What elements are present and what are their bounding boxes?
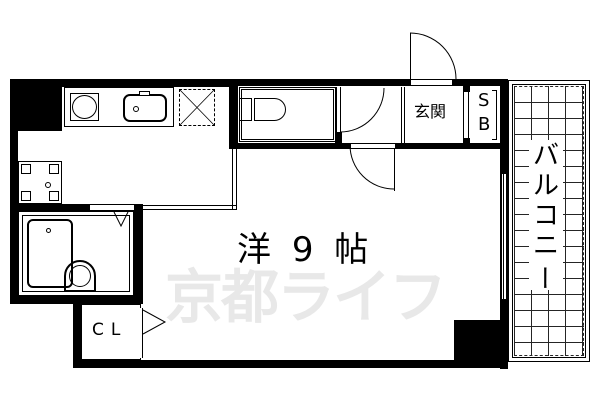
window-right (501, 174, 507, 299)
toilet-partition (335, 87, 341, 133)
entrance-label: 玄関 (414, 102, 447, 121)
pillar-bottom-right (454, 320, 508, 368)
toilet-wall-stub (335, 132, 342, 143)
room-door-swing-icon (349, 144, 395, 190)
room-door-leaf (394, 149, 395, 191)
wall-cl-left (73, 296, 81, 368)
room-type: 洋 (237, 230, 271, 270)
sb-pillar-bottom (463, 138, 470, 144)
wall-corner-block (10, 79, 62, 131)
room-door-opening (351, 143, 395, 149)
closet-door-line (136, 308, 143, 358)
bath-door-arrow-icon (113, 211, 129, 228)
balcony-label-bg (529, 140, 563, 290)
wall-bath-right (134, 204, 143, 304)
washing-machine (18, 161, 62, 204)
toilet-bath-icon (64, 260, 96, 292)
kitchen-counter (64, 87, 174, 127)
wall-bath-top (10, 204, 90, 211)
bath-door-opening (90, 204, 134, 211)
fridge-space (179, 89, 215, 126)
entrance-step-line (401, 87, 405, 143)
wall-top-right (230, 79, 508, 86)
balcony-inner (512, 84, 586, 358)
toilet-room (239, 87, 337, 142)
wall-top-left (10, 79, 235, 87)
room-size: 9 (291, 230, 314, 270)
toilet-room-inner (241, 89, 334, 140)
wall-bottom (73, 360, 508, 368)
balcony-label: バ ル コ ニ ー (528, 141, 559, 291)
drain-icon (45, 182, 51, 188)
bathtub-icon (27, 219, 73, 288)
wall-kitchen-corridor-pillar (229, 79, 238, 149)
room-unit: 帖 (334, 230, 369, 270)
toilet-door-swing-icon (339, 87, 385, 133)
balcony (508, 80, 590, 362)
burner-icon (72, 95, 97, 119)
wall-left (10, 79, 18, 304)
main-room-label: 洋 9 帖 (237, 233, 368, 267)
sb-pillar-top (463, 86, 470, 92)
window-mid-line (503, 174, 504, 299)
toilet-tank-icon (240, 98, 252, 121)
sb-partition (463, 92, 469, 138)
sb-label-s: S (478, 90, 490, 111)
faucet-icon (139, 91, 150, 96)
sink-icon (123, 94, 167, 122)
kitchen-partition-horizontal (143, 205, 237, 210)
toilet-seat-icon (254, 98, 286, 121)
kitchen-partition-vertical (232, 149, 237, 209)
closet-door-arrow-icon (142, 309, 167, 335)
closet-label: CL (92, 320, 128, 340)
bathroom-unit (18, 211, 134, 296)
entrance-door-opening (411, 79, 452, 86)
entrance-door-swing-icon (409, 32, 457, 80)
fridge-x-icon (179, 89, 215, 126)
watermark: 京都ライフ (165, 263, 447, 331)
stove-burner (70, 93, 99, 121)
sb-label-b: B (478, 114, 491, 135)
sb-bracket (492, 90, 497, 140)
entrance-door-leaf (410, 33, 411, 80)
